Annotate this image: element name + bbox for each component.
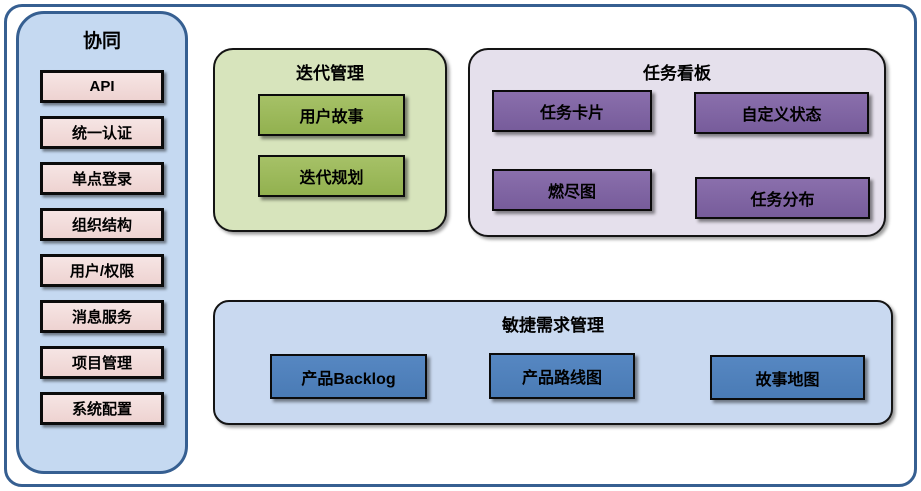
feature-iteration-planning: 迭代规划 — [258, 155, 405, 197]
collaboration-item-api: API — [40, 70, 164, 103]
feature-user-story: 用户故事 — [258, 94, 405, 136]
feature-task-distribution: 任务分布 — [695, 177, 870, 219]
collaboration-item-users-perms: 用户/权限 — [40, 254, 164, 287]
feature-product-roadmap: 产品路线图 — [489, 353, 635, 399]
agile-requirements-section: 敏捷需求管理 产品Backlog 产品路线图 故事地图 — [213, 300, 893, 425]
task-board-title: 任务看板 — [643, 64, 711, 83]
task-board-section: 任务看板 任务卡片 自定义状态 燃尽图 任务分布 — [468, 48, 886, 237]
collaboration-item-sso: 单点登录 — [40, 162, 164, 195]
collaboration-item-unified-auth: 统一认证 — [40, 116, 164, 149]
agile-requirements-title: 敏捷需求管理 — [502, 316, 604, 335]
collaboration-item-message-service: 消息服务 — [40, 300, 164, 333]
iteration-management-title: 迭代管理 — [296, 64, 364, 83]
feature-custom-status: 自定义状态 — [694, 92, 869, 134]
collaboration-pillar: 协同 API 统一认证 单点登录 组织结构 用户/权限 消息服务 项目管理 系统… — [16, 11, 188, 474]
collaboration-item-system-config: 系统配置 — [40, 392, 164, 425]
feature-story-map: 故事地图 — [710, 355, 865, 400]
collaboration-items: API 统一认证 单点登录 组织结构 用户/权限 消息服务 项目管理 系统配置 — [19, 70, 185, 425]
collaboration-item-org-structure: 组织结构 — [40, 208, 164, 241]
feature-task-cards: 任务卡片 — [492, 90, 652, 132]
collaboration-title: 协同 — [82, 31, 121, 52]
feature-product-backlog: 产品Backlog — [270, 354, 427, 399]
feature-burndown-chart: 燃尽图 — [492, 169, 652, 211]
collaboration-item-project-mgmt: 项目管理 — [40, 346, 164, 379]
iteration-management-section: 迭代管理 用户故事 迭代规划 — [213, 48, 447, 232]
